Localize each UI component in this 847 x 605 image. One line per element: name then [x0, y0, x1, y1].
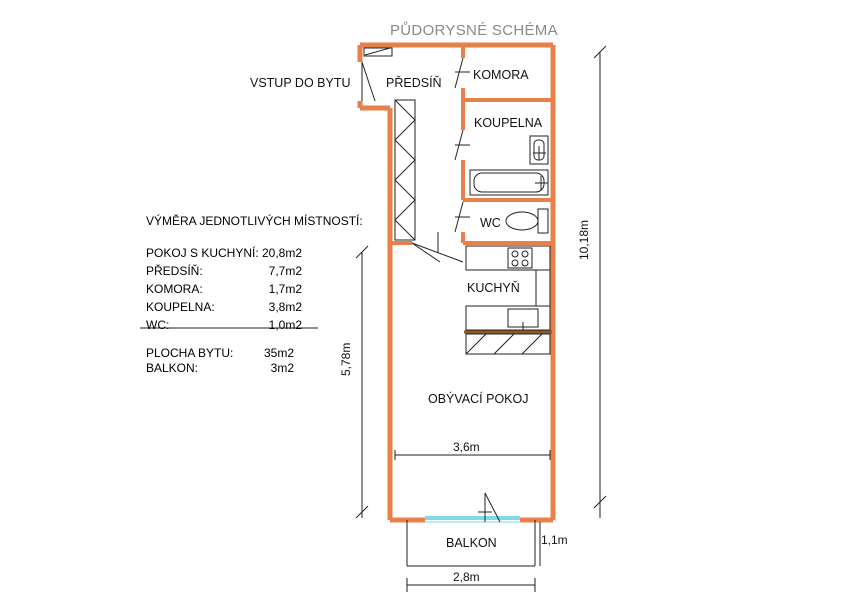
dim-width: 3,6m — [453, 440, 480, 454]
area-row-name: POKOJ S KUCHYNÍ: — [146, 246, 259, 260]
area-row-value: 1,0m2 — [268, 318, 302, 332]
area-row-name: PŘEDSÍŇ: — [146, 264, 203, 278]
balcony-outline — [406, 520, 536, 567]
room-label-balkon: BALKON — [446, 536, 497, 550]
plan-title: PŮDORYSNÉ SCHÉMA — [390, 22, 558, 39]
kitchen-lower-cabinets — [465, 333, 551, 355]
bathroom-fixtures — [469, 135, 549, 196]
area-total-value: 35m2 — [263, 346, 294, 360]
hall-wardrobe — [394, 99, 416, 241]
door-swings — [361, 47, 501, 523]
area-row: POKOJ S KUCHYNÍ: 20,8m2 — [146, 244, 316, 262]
area-row-name: WC: — [146, 318, 170, 332]
outer-walls — [357, 42, 556, 523]
area-row-value: 1,7m2 — [268, 282, 302, 296]
area-row-name: KOUPELNA: — [146, 300, 215, 314]
area-row: KOUPELNA: 3,8m2 — [146, 298, 316, 316]
dim-balcony-width: 2,8m — [453, 570, 480, 584]
area-table-title: VÝMĚRA JEDNOTLIVÝCH MÍSTNOSTÍ: — [146, 214, 363, 228]
area-total-row: BALKON: 3m2 — [146, 359, 316, 377]
interior-walls — [390, 45, 553, 245]
dimension-lines — [355, 45, 607, 592]
area-row-name: KOMORA: — [146, 282, 203, 296]
dim-living-height: 5,78m — [339, 342, 353, 376]
area-row-value: 3,8m2 — [268, 300, 302, 314]
area-row: KOMORA: 1,7m2 — [146, 280, 316, 298]
room-label-wc: WC — [480, 216, 501, 230]
area-total-name: PLOCHA BYTU: — [146, 346, 234, 360]
area-row: WC: 1,0m2 — [146, 316, 316, 334]
area-table: POKOJ S KUCHYNÍ: 20,8m2 PŘEDSÍŇ: 7,7m2 K… — [146, 244, 316, 377]
wc-fixture — [505, 208, 549, 234]
room-label-obyvaci: OBÝVACÍ POKOJ — [428, 392, 529, 406]
room-label-komora: KOMORA — [473, 68, 529, 82]
area-row-value: 20,8m2 — [261, 246, 302, 260]
dim-total-height: 10,18m — [577, 219, 591, 260]
entrance-label: VSTUP DO BYTU — [250, 76, 351, 90]
area-row-value: 7,7m2 — [268, 264, 302, 278]
area-total-name: BALKON: — [146, 361, 199, 375]
room-label-koupelna: KOUPELNA — [474, 116, 543, 130]
area-total-row: PLOCHA BYTU: 35m2 — [146, 344, 316, 362]
dim-balcony-depth: 1,1m — [541, 533, 568, 547]
kitchen-units — [465, 245, 551, 332]
room-label-kuchyn: KUCHYŇ — [467, 281, 520, 295]
area-row: PŘEDSÍŇ: 7,7m2 — [146, 262, 316, 280]
area-total-value: 3m2 — [270, 361, 294, 375]
room-label-predsin: PŘEDSÍŇ — [386, 76, 442, 90]
